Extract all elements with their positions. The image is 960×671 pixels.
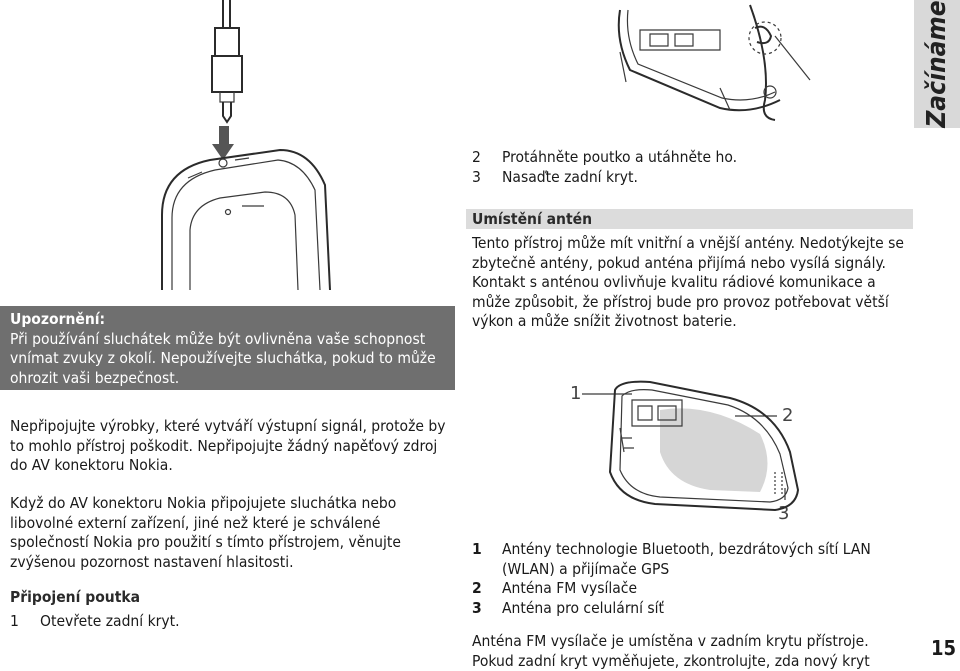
strap-heading: Připojení poutka — [10, 588, 141, 606]
list-item: 3 Nasaďte zadní kryt. — [472, 168, 917, 188]
warning-box: Upozornění: Při používání sluchátek může… — [0, 306, 455, 390]
antenna-heading: Umístění antén — [466, 209, 913, 229]
page-number: 15 — [930, 636, 956, 660]
step-text: Protáhněte poutko a utáhněte ho. — [502, 148, 738, 166]
item-text: Anténa FM vysílače — [502, 579, 638, 597]
antenna-illustration: 1 2 3 — [570, 380, 800, 524]
list-item: 2 Anténa FM vysílače — [472, 579, 912, 599]
antenna-heading-text: Umístění antén — [472, 210, 593, 228]
warning-text: Při používání sluchátek může být ovlivně… — [10, 329, 436, 387]
callout-2: 2 — [782, 405, 793, 426]
connector-warning-paragraph: Nepřipojujte výrobky, které vytváří výst… — [10, 417, 446, 474]
item-text: Antény technologie Bluetooth, bezdrátový… — [502, 540, 871, 578]
list-item: 3 Anténa pro celulární síť — [472, 599, 912, 619]
list-item: 2 Protáhněte poutko a utáhněte ho. — [472, 148, 917, 168]
step-text: Otevřete zadní kryt. — [40, 612, 180, 630]
list-item: 1 Otevřete zadní kryt. — [10, 612, 455, 632]
fm-antenna-paragraph: Anténa FM vysílače je umístěna v zadním … — [472, 632, 870, 670]
callout-1: 1 — [570, 383, 581, 404]
item-number: 3 — [472, 598, 482, 617]
strap-steps-right: 2 Protáhněte poutko a utáhněte ho. 3 Nas… — [472, 148, 917, 187]
section-tab: Začínáme — [914, 0, 960, 128]
callout-3: 3 — [778, 503, 789, 524]
list-item: 1 Antény technologie Bluetooth, bezdráto… — [472, 540, 912, 579]
section-tab-label: Začínáme — [922, 0, 952, 128]
item-text: Anténa pro celulární síť — [502, 598, 665, 617]
item-number: 1 — [472, 540, 482, 558]
step-text: Nasaďte zadní kryt. — [502, 167, 638, 186]
step-number: 1 — [10, 612, 19, 630]
volume-paragraph: Když do AV konektoru Nokia připojujete s… — [10, 494, 401, 571]
step-number: 3 — [472, 167, 481, 186]
strap-steps-left: 1 Otevřete zadní kryt. — [10, 612, 455, 632]
warning-title: Upozornění: — [10, 310, 106, 328]
antenna-list: 1 Antény technologie Bluetooth, bezdráto… — [472, 540, 912, 618]
step-number: 2 — [472, 148, 481, 166]
antenna-paragraph: Tento přístroj může mít vnitřní a vnější… — [472, 234, 904, 330]
strap-illustration — [617, 4, 811, 121]
item-number: 2 — [472, 579, 482, 597]
av-connector-illustration — [161, 0, 331, 291]
